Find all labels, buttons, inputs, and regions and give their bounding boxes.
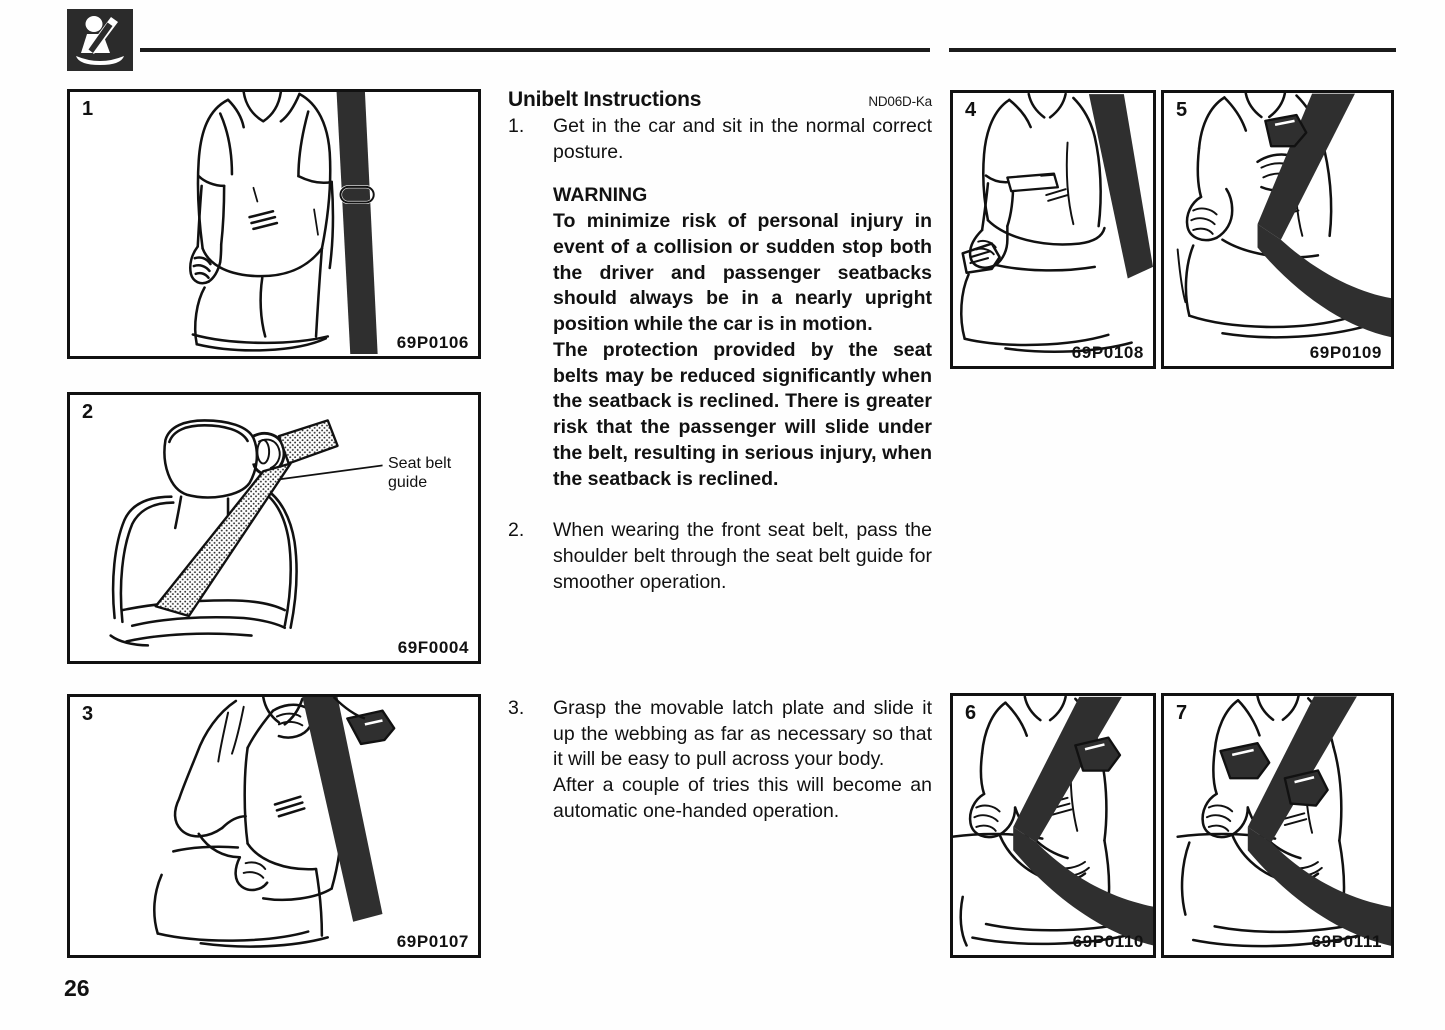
warning-paragraph: The protection provided by the seat belt… bbox=[553, 338, 932, 490]
figure-number: 4 bbox=[965, 99, 977, 121]
figure-code: 69P0107 bbox=[396, 932, 469, 951]
warning-title: WARNING bbox=[553, 184, 648, 207]
figure-code: 69P0108 bbox=[1071, 343, 1144, 362]
figure-code: 69P0109 bbox=[1309, 343, 1382, 362]
instruction-step-1: 1. Get in the car and sit in the normal … bbox=[508, 114, 932, 165]
seatbelt-occupant-icon bbox=[67, 9, 133, 71]
step-paragraph: After a couple of tries this will become… bbox=[553, 774, 932, 822]
figure-panel-7: 7 69P0111 bbox=[1161, 693, 1394, 958]
figure-panel-3: 3 69P0107 bbox=[67, 694, 481, 958]
seat-belt-guide-callout: Seat belt guide bbox=[388, 455, 452, 491]
figure-number: 6 bbox=[965, 702, 977, 724]
figure-number: 2 bbox=[82, 401, 94, 423]
figure-code: 69P0110 bbox=[1072, 932, 1144, 951]
step-text: Grasp the movable latch plate and slide … bbox=[553, 696, 932, 825]
step-text: Get in the car and sit in the normal cor… bbox=[553, 114, 932, 165]
header-rule-left bbox=[140, 48, 930, 52]
page-title: Unibelt Instructions bbox=[508, 88, 702, 111]
warning-block: WARNING To minimize risk of personal inj… bbox=[508, 183, 932, 492]
instruction-step-3: 3. Grasp the movable latch plate and sli… bbox=[508, 696, 932, 825]
step-number: 3. bbox=[508, 697, 525, 719]
figure-number: 1 bbox=[82, 98, 94, 120]
figure-number: 3 bbox=[82, 703, 94, 725]
instruction-step-3-wrapper: 3. Grasp the movable latch plate and sli… bbox=[508, 694, 932, 825]
page-number: 26 bbox=[64, 975, 90, 1001]
figure-code: 69P0111 bbox=[1311, 932, 1382, 951]
figure-number: 5 bbox=[1176, 99, 1188, 121]
step-number: 2. bbox=[508, 519, 525, 542]
instruction-step-2: 2. When wearing the front seat belt, pas… bbox=[508, 518, 932, 595]
warning-paragraph: To minimize risk of personal injury in e… bbox=[553, 210, 932, 336]
step-paragraph: When wearing the front seat belt, pass t… bbox=[553, 519, 932, 593]
figure-code: 69F0004 bbox=[397, 638, 469, 657]
figure-panel-6: 6 69P0110 bbox=[950, 693, 1156, 958]
figure-panel-2: 2 Seat belt guide 69F0004 bbox=[67, 392, 481, 664]
section-reference-code: ND06D-Ka bbox=[868, 94, 932, 109]
step-text: When wearing the front seat belt, pass t… bbox=[553, 518, 932, 595]
instructions-column: Unibelt Instructions ND06D-Ka 1. Get in … bbox=[508, 88, 932, 595]
header-rule-right bbox=[949, 48, 1396, 52]
section-header: Unibelt Instructions ND06D-Ka bbox=[508, 88, 932, 112]
step-paragraph: Grasp the movable latch plate and slide … bbox=[553, 697, 932, 771]
figure-code: 69P0106 bbox=[396, 333, 469, 352]
step-number: 1. bbox=[508, 115, 525, 137]
figure-panel-1: 1 69P0106 bbox=[67, 89, 481, 359]
figure-panel-4: 4 69P0108 bbox=[950, 90, 1156, 369]
figure-panel-5: 5 69P0109 bbox=[1161, 90, 1394, 369]
figure-number: 7 bbox=[1176, 702, 1188, 724]
step-paragraph: Get in the car and sit in the normal cor… bbox=[553, 115, 932, 163]
